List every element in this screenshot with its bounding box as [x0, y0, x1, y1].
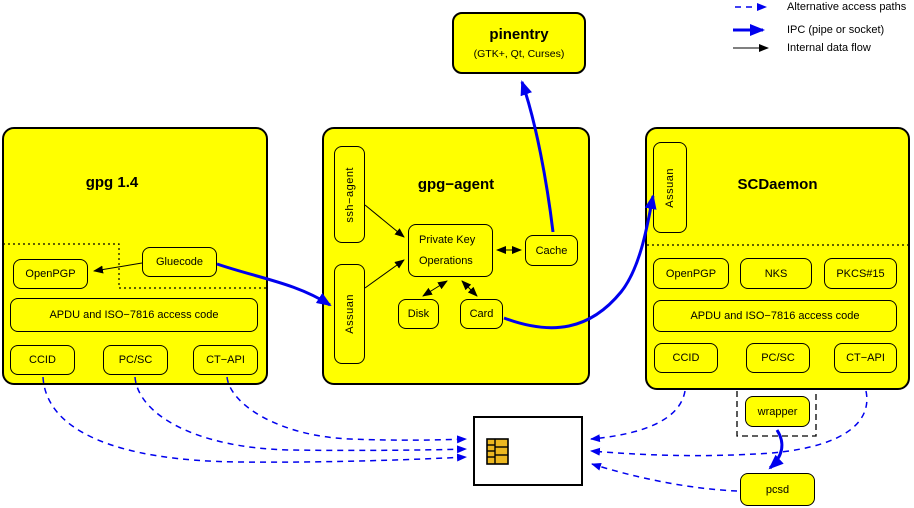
gpg14-ctapi-label: CT−API: [206, 354, 245, 366]
pinentry-box: pinentry (GTK+, Qt, Curses): [452, 12, 586, 74]
scdaemon-title: SCDaemon: [737, 176, 818, 193]
scdaemon-assuan-box: Assuan: [653, 142, 687, 233]
wrapper-box: wrapper: [745, 396, 810, 427]
scdaemon-apdu-label: APDU and ISO−7816 access code: [690, 310, 860, 322]
gpg14-apdu-label: APDU and ISO−7816 access code: [49, 309, 219, 321]
gpg14-openpgp-box: OpenPGP: [13, 259, 88, 289]
scdaemon-apdu-box: APDU and ISO−7816 access code: [653, 300, 897, 332]
gpg14-pcsc-box: PC/SC: [103, 345, 168, 375]
scdaemon-assuan-label: Assuan: [664, 167, 676, 208]
gpg-agent-assuan-label: Assuan: [343, 294, 356, 334]
scdaemon-nks-label: NKS: [764, 267, 788, 280]
cache-box: Cache: [525, 235, 578, 266]
scdaemon-ccid-label: CCID: [672, 352, 700, 364]
pko-line1: Private Key: [419, 234, 476, 246]
scdaemon-ctapi-box: CT−API: [834, 343, 897, 373]
gpg14-pcsc-label: PC/SC: [118, 354, 153, 366]
gpg-agent-assuan-box: Assuan: [334, 264, 365, 364]
pcsd-label: pcsd: [765, 483, 790, 496]
pinentry-title: pinentry: [489, 26, 549, 43]
card-label: Card: [469, 308, 494, 320]
scdaemon-pcsc-box: PC/SC: [746, 343, 810, 373]
gpg14-ccid-box: CCID: [10, 345, 75, 375]
disk-label: Disk: [407, 308, 430, 320]
legend-alternative-access-label: Alternative access paths: [787, 1, 907, 13]
scdaemon-pcsc-label: PC/SC: [761, 352, 795, 364]
private-key-operations-box: Private Key Operations: [408, 224, 493, 277]
legend-internal-flow-label: Internal data flow: [787, 42, 871, 54]
ssh-agent-label: ssh−agent: [343, 166, 356, 223]
scdaemon-nks-box: NKS: [740, 258, 812, 289]
disk-box: Disk: [398, 299, 439, 329]
smartcard: [473, 416, 583, 486]
scdaemon-pkcs15-box: PKCS#15: [824, 258, 897, 289]
card-box: Card: [460, 299, 503, 329]
pcsd-box: pcsd: [740, 473, 815, 506]
pinentry-subtitle: (GTK+, Qt, Curses): [473, 48, 565, 60]
gpg14-title: gpg 1.4: [85, 174, 139, 191]
scdaemon-openpgp-box: OpenPGP: [653, 258, 729, 289]
legend-ipc-label: IPC (pipe or socket): [787, 24, 885, 36]
gpg14-apdu-box: APDU and ISO−7816 access code: [10, 298, 258, 332]
gpg14-gluecode-box: Gluecode: [142, 247, 217, 277]
scdaemon-openpgp-label: OpenPGP: [665, 267, 717, 280]
scdaemon-pkcs15-label: PKCS#15: [836, 267, 885, 280]
gpg14-openpgp-label: OpenPGP: [25, 268, 76, 280]
gpg-agent-ssh-agent-box: ssh−agent: [334, 146, 365, 243]
scdaemon-ctapi-label: CT−API: [846, 352, 885, 364]
gpg14-ccid-label: CCID: [29, 354, 56, 366]
cache-label: Cache: [535, 244, 568, 257]
gpg14-ctapi-box: CT−API: [193, 345, 258, 375]
smartcard-chip-icon: [486, 438, 509, 465]
pko-line2: Operations: [419, 255, 473, 267]
gpg14-gluecode-label: Gluecode: [155, 256, 204, 268]
gpg-agent-title: gpg−agent: [417, 176, 495, 193]
wrapper-label: wrapper: [757, 405, 798, 418]
scdaemon-ccid-box: CCID: [654, 343, 718, 373]
